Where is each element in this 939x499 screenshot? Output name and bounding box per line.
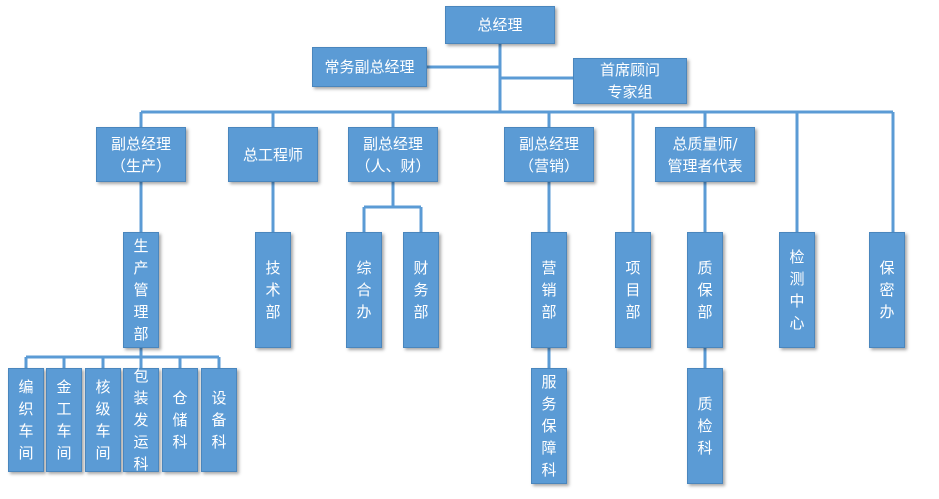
node-vp-hr-finance: 副总经理 （人、财） xyxy=(348,127,438,182)
node-equipment-section: 设备科 xyxy=(201,368,237,472)
node-tech-dept: 技术部 xyxy=(255,232,291,348)
node-production-dept-label: 生产管理部 xyxy=(133,237,149,343)
node-packing-shipping: 包装发运科 xyxy=(123,367,159,473)
node-marketing-dept: 营销部 xyxy=(531,232,567,348)
node-vp-marketing: 副总经理 （营销） xyxy=(504,127,594,182)
node-quality-dept-label: 质保部 xyxy=(697,259,713,321)
node-vp-marketing-label: 副总经理 （营销） xyxy=(518,134,579,175)
node-testing-center-label: 检测中心 xyxy=(789,248,805,332)
node-quality-dept: 质保部 xyxy=(687,232,723,348)
node-vp-production-label: 副总经理 （生产） xyxy=(110,134,171,175)
node-chief-quality-label: 总质量师/ 管理者代表 xyxy=(667,134,743,175)
node-equipment-section-label: 设备科 xyxy=(211,389,227,451)
node-general-office-label: 综合办 xyxy=(356,259,372,321)
node-chief-engineer-label: 总工程师 xyxy=(242,145,303,164)
node-testing-center: 检测中心 xyxy=(779,232,815,348)
node-nuclear-workshop: 核级车间 xyxy=(85,368,121,472)
node-general-office: 综合办 xyxy=(346,232,382,348)
node-chief-advisor: 首席顾问 专家组 xyxy=(573,58,687,104)
node-executive-vp-label: 常务副总经理 xyxy=(324,58,415,76)
node-braiding-workshop-label: 编织车间 xyxy=(18,378,34,462)
node-chief-quality: 总质量师/ 管理者代表 xyxy=(655,127,755,182)
node-tech-dept-label: 技术部 xyxy=(265,259,281,321)
node-project-dept: 项目部 xyxy=(615,232,651,348)
node-service-section: 服务保障科 xyxy=(531,368,567,484)
node-chief-advisor-label: 首席顾问 专家组 xyxy=(599,61,660,101)
node-executive-vp: 常务副总经理 xyxy=(312,47,427,87)
node-inspection-section: 质检科 xyxy=(687,368,723,484)
node-chief-engineer: 总工程师 xyxy=(228,127,318,182)
node-general-manager-label: 总经理 xyxy=(477,16,523,34)
node-finance-dept: 财务部 xyxy=(403,232,439,348)
node-finance-dept-label: 财务部 xyxy=(413,259,429,321)
node-braiding-workshop: 编织车间 xyxy=(8,368,44,472)
node-metalwork-workshop: 金工车间 xyxy=(46,368,82,472)
node-project-dept-label: 项目部 xyxy=(625,259,641,321)
node-marketing-dept-label: 营销部 xyxy=(541,259,557,321)
node-vp-production: 副总经理 （生产） xyxy=(96,127,186,182)
node-metalwork-workshop-label: 金工车间 xyxy=(56,378,72,462)
node-general-manager: 总经理 xyxy=(445,6,555,44)
node-inspection-section-label: 质检科 xyxy=(697,395,713,457)
node-warehouse-label: 仓储科 xyxy=(172,389,188,451)
node-packing-shipping-label: 包装发运科 xyxy=(133,367,149,473)
node-vp-hr-finance-label: 副总经理 （人、财） xyxy=(355,134,431,175)
node-service-section-label: 服务保障科 xyxy=(541,373,557,479)
node-security-office-label: 保密办 xyxy=(879,259,895,321)
node-warehouse: 仓储科 xyxy=(162,368,198,472)
node-security-office: 保密办 xyxy=(869,232,905,348)
node-nuclear-workshop-label: 核级车间 xyxy=(95,378,111,462)
node-production-dept: 生产管理部 xyxy=(123,232,159,348)
